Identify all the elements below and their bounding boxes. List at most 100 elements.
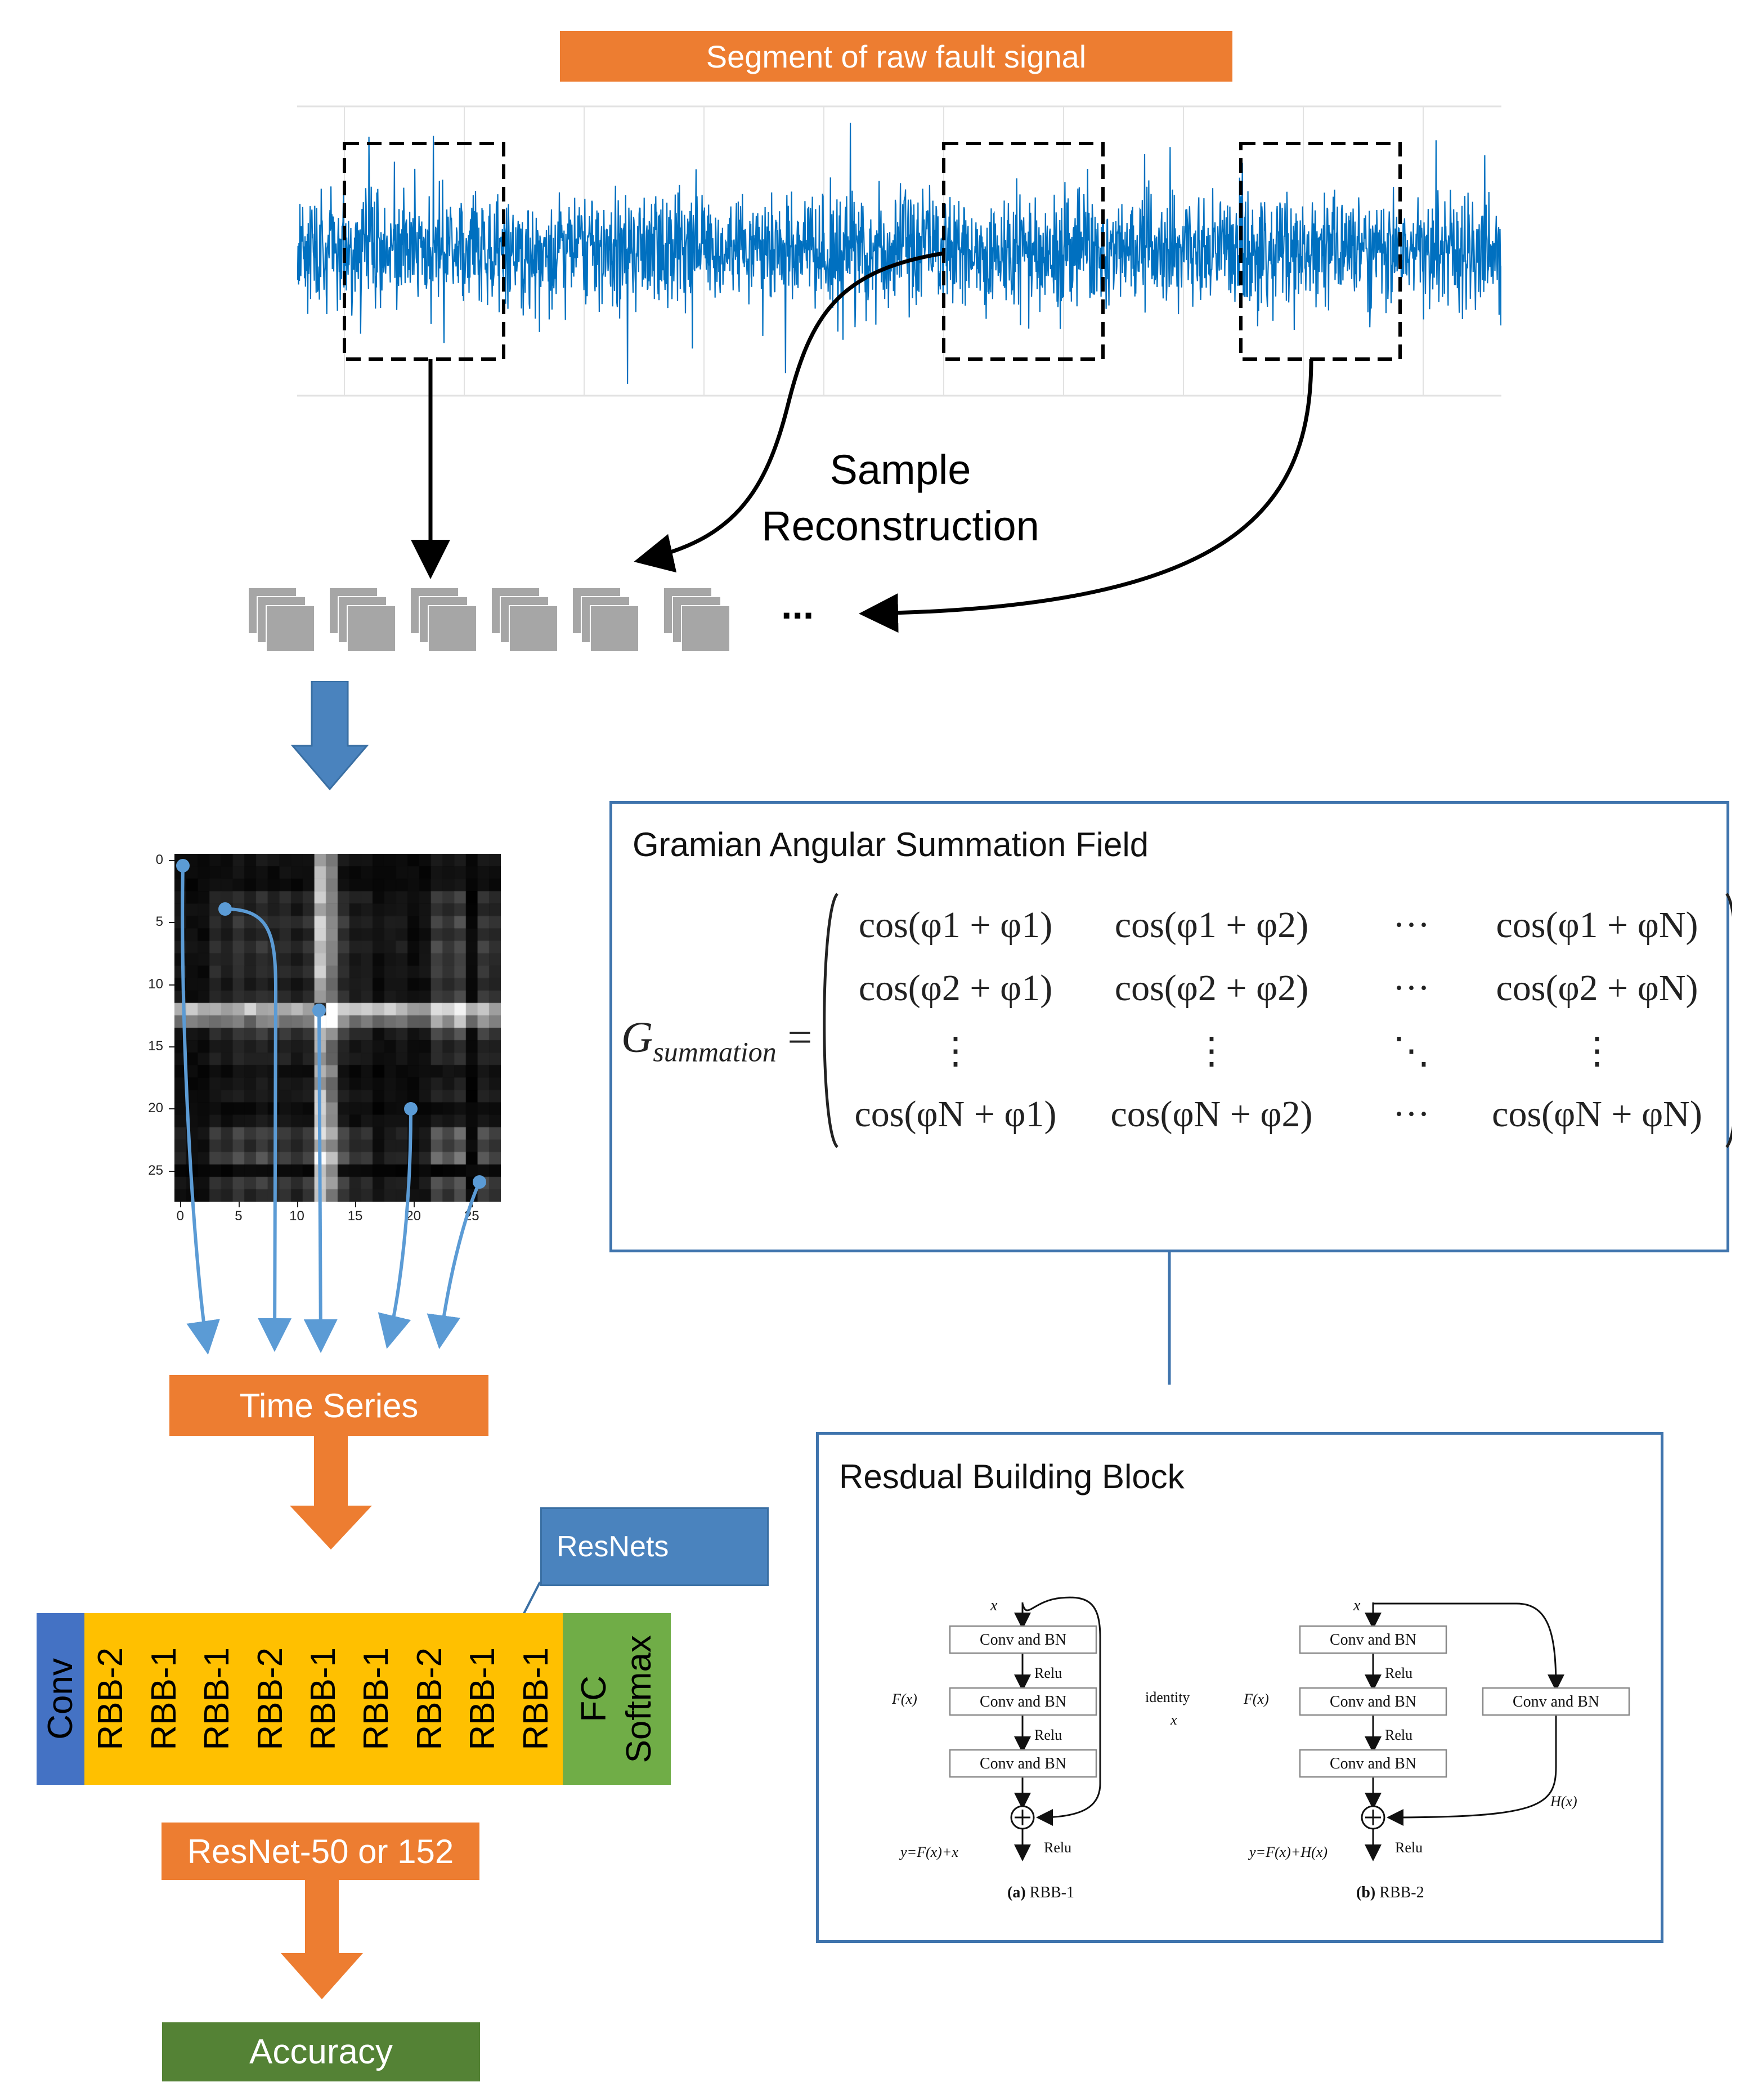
reconstruction-label: Sample Reconstruction [732,442,1069,554]
rbb1-identity: identity [1145,1689,1190,1705]
rbb1-conv2-box [949,1687,1097,1716]
rbb1-identity-x: x [1170,1712,1177,1728]
rbb-block-label: RBB-2 [250,1647,290,1750]
rbb2-diagram: x Conv and BN Conv and BN Conv and BN [1243,1597,1630,1901]
rbb2-x: x [1353,1597,1361,1614]
signal-title: Segment of raw fault signal [560,31,1232,82]
rbb1-fx: F(x) [891,1691,917,1707]
heatmap-x-tick: 5 [235,1208,243,1224]
gasf-lhs-symbol: G [621,1013,653,1062]
pick-point-1 [176,859,190,872]
selection-window-2 [942,142,1105,361]
resnet-variant-box: ResNet-50 or 152 [162,1823,479,1880]
heatmap-pick-arrows [176,859,1171,1385]
rbb2-conv3-box [1299,1749,1447,1778]
arrow-window3-to-ellipsis [859,359,1313,633]
rbb1-x: x [990,1597,998,1614]
sample-stack [663,587,742,660]
rbb1-relu1: Relu [1034,1665,1062,1681]
gasf-lhs: Gsummation = [621,1012,812,1068]
fc-label: FC [575,1676,613,1722]
rbb1-conv3-box [949,1749,1097,1778]
gasf-lhs-subscript: summation [653,1036,777,1068]
rbb2-caption-name: RBB-2 [1375,1884,1424,1901]
arrow-window2-to-stack [634,251,944,573]
rbb1-relu2: Relu [1034,1727,1062,1743]
gasf-matrix-cell: ··· [1393,905,1430,946]
rbb2-fx: F(x) [1243,1691,1269,1707]
rbb1-y: y=F(x)+x [899,1844,958,1860]
rbb-block-label: RBB-1 [198,1647,237,1750]
pick-point-2 [218,902,232,916]
selection-window-1 [343,142,505,361]
sample-stack [248,587,326,660]
heatmap-x-tick-mark [297,1202,298,1207]
resnets-callout-label: ResNets [557,1530,669,1563]
reconstruction-arrows [411,251,1313,633]
conv-layer: Conv [37,1613,84,1785]
rbb2-conv3-label: Conv and BN [1330,1755,1416,1772]
rbb1-conv1-label: Conv and BN [980,1631,1066,1649]
rbb2-conv2-box [1299,1687,1447,1716]
rbb2-caption-letter: (b) [1356,1884,1375,1901]
resnet-variant-label: ResNet-50 or 152 [187,1832,454,1870]
sample-stack [410,587,488,660]
rbb1-sum-node [1010,1805,1035,1830]
heatmap-x-tick: 15 [347,1208,363,1224]
rbb-diagram: x Conv and BN Conv and BN Conv and BN [891,1596,1630,1901]
rbb2-conv2-label: Conv and BN [1330,1693,1416,1711]
down-arrow-blue [290,681,369,791]
heatmap-x-tick-mark [180,1202,182,1207]
heatmap-y-tick: 5 [155,914,163,930]
gasf-matrix-cell: ⋮ [937,1031,974,1072]
signal-title-text: Segment of raw fault signal [706,38,1087,74]
heatmap-x-tick-mark [355,1202,357,1207]
rbb-block-label: RBB-1 [516,1647,555,1750]
heatmap-y-tick: 10 [148,976,163,992]
gasf-matrix-cell: ··· [1393,1094,1430,1135]
gasf-matrix-cell: cos(φ1 + φ2) [1114,905,1309,946]
rbb1-relu-out: Relu [1044,1839,1071,1856]
gasf-matrix-cell: cos(φ1 + φ1) [858,905,1053,946]
rbb2-relu1: Relu [1385,1665,1412,1681]
time-series-label: Time Series [239,1386,419,1425]
rbb-panel: Resdual Building Block x [816,1432,1663,1943]
gasf-matrix-cell: ⋮ [1578,1031,1616,1072]
heatmap-y-tick-mark [169,860,174,862]
rbb2-y: y=F(x)+H(x) [1248,1844,1328,1860]
rbb1-conv1-box [949,1625,1097,1654]
accuracy-label: Accuracy [249,2032,393,2071]
heatmap-x-tick: 10 [289,1208,304,1224]
heatmap-x-tick-mark [413,1202,415,1207]
gasf-matrix-cell: cos(φ2 + φ2) [1114,968,1309,1009]
conv-layer-label: Conv [41,1658,80,1740]
sample-square [681,605,730,652]
sample-stack [572,587,651,660]
rbb2-conv-side-box [1482,1687,1630,1716]
heatmap-y-tick-mark [169,1170,174,1172]
rbb2-sum-node [1361,1805,1385,1830]
heatmap-y-tick-mark [169,1046,174,1048]
heatmap-x-tick-mark [238,1202,240,1207]
reconstruction-label-line1: Sample [829,446,971,493]
reconstruction-label-line2: Reconstruction [761,503,1039,549]
heatmap-y-tick: 0 [155,852,163,868]
pick-point-4 [404,1102,418,1116]
sample-square [509,605,558,652]
gasf-matrix: cos(φ1 + φ1)cos(φ1 + φ2)···cos(φ1 + φN)c… [837,894,1726,1147]
rbb-block-label: RBB-1 [357,1647,396,1750]
fc-softmax-layer: FC Softmax [563,1613,671,1785]
down-arrow-orange-1 [290,1435,372,1550]
time-series-box: Time Series [169,1375,488,1436]
softmax-label: Softmax [620,1635,658,1763]
pick-point-3 [312,1004,326,1017]
selection-window-3 [1239,142,1402,361]
rbb2-conv1-label: Conv and BN [1330,1631,1416,1649]
heatmap-y-tick-mark [169,984,174,986]
heatmap-y-tick-mark [169,922,174,924]
sample-stack [329,587,407,660]
gasf-matrix-cell: cos(φN + φ1) [854,1094,1057,1135]
rbb2-conv-side-label: Conv and BN [1513,1693,1599,1711]
rbb1-conv2-label: Conv and BN [980,1693,1066,1711]
